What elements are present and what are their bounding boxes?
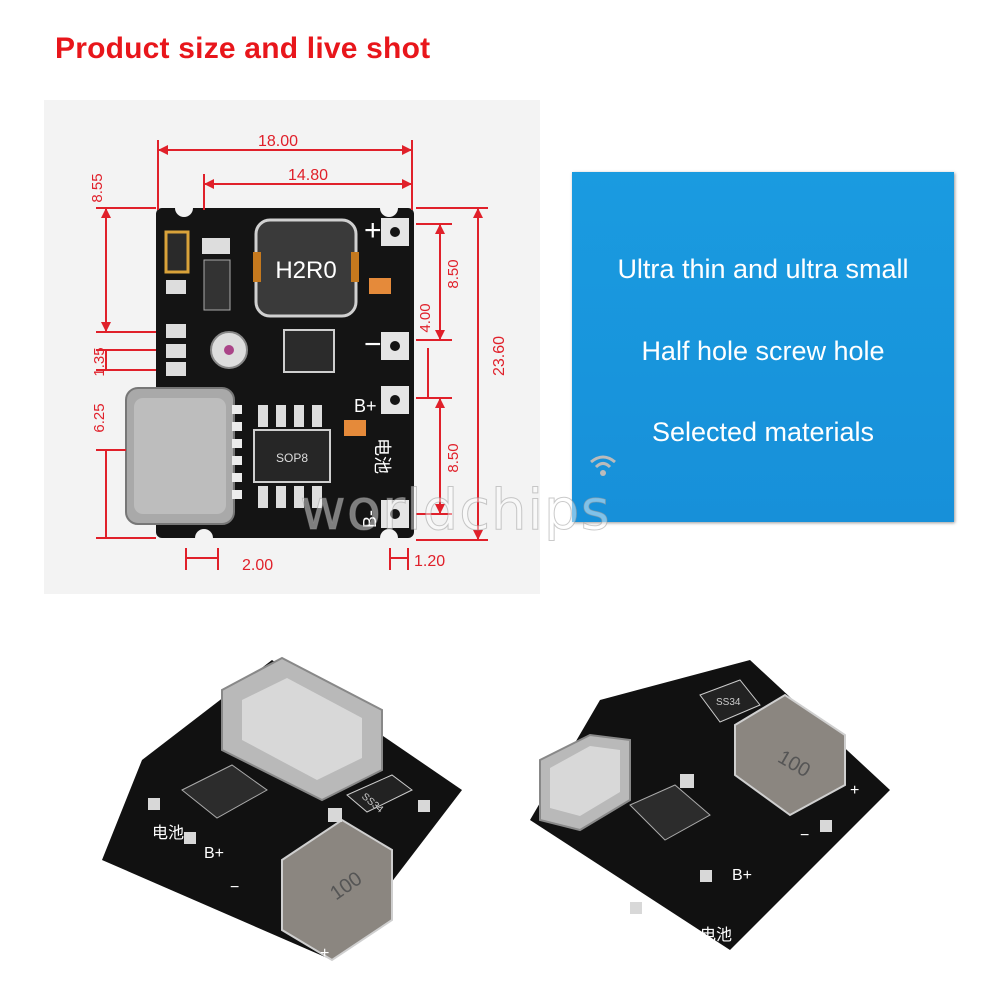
chip-label: SOP8 [276,451,308,465]
board-bminus-label: B- [360,510,380,528]
photo-left-bplus: B+ [204,845,224,862]
photo-left-bminus: B- [116,775,132,792]
wifi-icon [590,455,616,476]
photo-right-plus: + [850,782,859,799]
dim-top-inner: 14.80 [288,167,328,184]
feature-materials: Selected materials [651,417,875,447]
dimension-drawing: H2R0 SOP8 [89,133,508,574]
dim-right-b: 4.00 [417,303,434,332]
watermark: worldchips [300,478,611,544]
dim-right-a: 8.50 [445,259,462,288]
photo-right-bplus: B+ [732,867,752,884]
board-bplus-label: B+ [354,396,377,416]
live-photo-right: 100 SS34 B+ B- 电池 − + [530,660,890,950]
dimension-diagram: H2R0 SOP8 [44,100,540,594]
feature-ultra-thin: Ultra thin and ultra small [617,254,909,284]
photo-left-minus: − [230,879,239,896]
dim-bottom-right: 1.20 [414,553,445,570]
dim-right-c: 8.50 [445,443,462,472]
inductor-label: H2R0 [275,257,336,284]
page-title: Product size and live shot [55,32,431,65]
photo-right-battery: 电池 [700,926,732,944]
board-minus-label: − [364,328,382,361]
feature-half-hole: Half hole screw hole [641,336,885,366]
photo-right-bminus: B- [632,927,648,944]
live-photo-left: 100 SS34 B- B+ 电池 − + [102,656,462,962]
dim-left-bottom: 6.25 [91,403,108,432]
dim-bottom-left: 2.00 [242,557,273,574]
sop8-chip [253,429,331,483]
board-plus-label: + [364,214,382,247]
photo-left-battery: 电池 [152,824,184,842]
board-battery-label: 电池 [372,438,392,474]
dim-top-width: 18.00 [258,133,298,150]
photo-left-plus: + [320,945,329,962]
feature-box: Ultra thin and ultra small Half hole scr… [572,172,954,522]
dim-left-mid: 1.35 [91,347,108,376]
dim-right-total: 23.60 [491,336,508,376]
dim-left-top: 8.55 [89,173,106,202]
photo-right-diode: SS34 [716,697,741,708]
photo-right-minus: − [800,827,809,844]
